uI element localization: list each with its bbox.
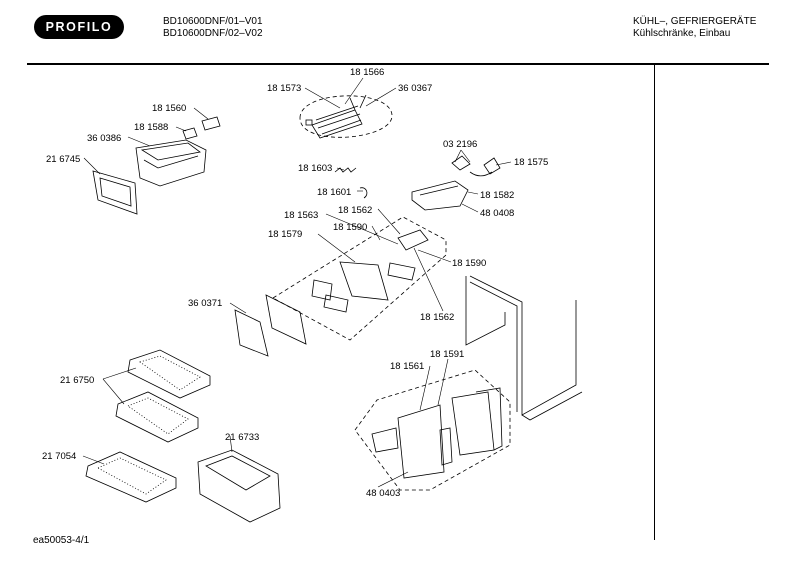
crisper-drawer-drawing — [197, 449, 281, 523]
part-label: 18 1566 — [350, 67, 384, 78]
part-label: 18 1562 — [338, 205, 372, 216]
part-label: 18 1563 — [284, 210, 318, 221]
model-number-2: BD10600DNF/02–V02 — [163, 28, 263, 39]
footer-code: ea50053-4/1 — [33, 535, 90, 546]
part-label: 48 0403 — [366, 488, 400, 499]
part-label: 36 0367 — [398, 83, 432, 94]
door-shelf-drawing — [85, 451, 177, 503]
part-label: 18 1579 — [268, 229, 302, 240]
category-subtitle: Kühlschränke, Einbau — [633, 28, 731, 39]
header-rule — [27, 63, 769, 65]
model-number-1: BD10600DNF/01–V01 — [163, 16, 263, 27]
part-label: 18 1582 — [480, 190, 514, 201]
part-labels: 18 1566 18 1573 36 0367 18 1560 18 1588 … — [42, 67, 548, 499]
part-label: 21 6745 — [46, 154, 80, 165]
part-label: 18 1573 — [267, 83, 301, 94]
side-column-rule — [654, 65, 655, 540]
part-label: 18 1603 — [298, 163, 332, 174]
lamp-cover-drawing — [135, 139, 207, 187]
part-label: 18 1590 — [333, 222, 367, 233]
part-label: 18 1590 — [452, 258, 486, 269]
lamp-lens-drawing — [92, 170, 138, 215]
glass-shelf-upper-drawing — [127, 349, 211, 399]
part-label: 21 6733 — [225, 432, 259, 443]
part-label: 36 0386 — [87, 133, 121, 144]
evaporator-group-outline — [299, 95, 393, 138]
door-panel-group-outline — [354, 369, 511, 491]
part-label: 18 1575 — [514, 157, 548, 168]
part-label: 18 1562 — [420, 312, 454, 323]
category-title: KÜHL–, GEFRIERGERÄTE — [633, 16, 757, 27]
control-panel-group-outline — [272, 216, 447, 341]
part-label: 21 6750 — [60, 375, 94, 386]
part-label: 18 1560 — [152, 103, 186, 114]
glass-shelf-lower-drawing — [115, 391, 199, 443]
shelf-holder-drawing — [411, 180, 469, 211]
door-panel-drawing — [371, 387, 503, 479]
evaporator-drawing — [305, 94, 367, 139]
part-label: 36 0371 — [188, 298, 222, 309]
brand-logo: PROFILO — [34, 15, 124, 39]
part-label: 18 1588 — [134, 122, 168, 133]
leader-lines — [82, 77, 512, 488]
control-panel-drawing — [234, 229, 429, 357]
door-frame-drawing — [465, 275, 583, 421]
part-label: 18 1561 — [390, 361, 424, 372]
part-label: 18 1591 — [430, 349, 464, 360]
part-label: 03 2196 — [443, 139, 477, 150]
part-label: 18 1601 — [317, 187, 351, 198]
part-label: 21 7054 — [42, 451, 76, 462]
part-label: 48 0408 — [480, 208, 514, 219]
connector-drawing — [451, 155, 501, 177]
small-filter-drawing — [182, 116, 221, 140]
